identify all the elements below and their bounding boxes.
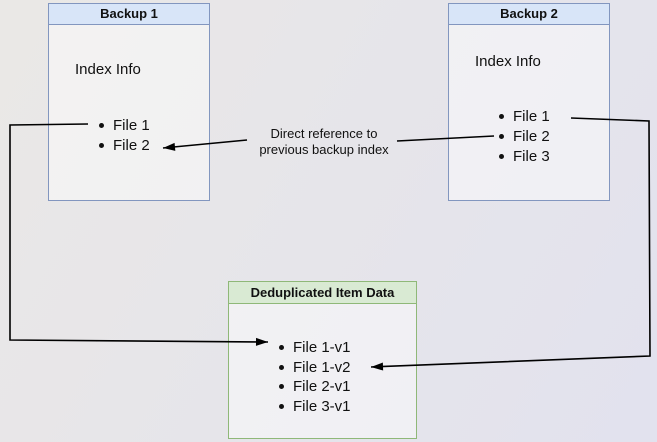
backup2-subtitle: Index Info bbox=[475, 53, 541, 70]
file-label: File 2 bbox=[513, 127, 550, 145]
bullet-icon bbox=[279, 364, 284, 370]
bullet-icon bbox=[499, 113, 504, 119]
list-item: File 1-v2 bbox=[279, 358, 351, 378]
file-label: File 1-v2 bbox=[293, 358, 351, 376]
dedup-box: Deduplicated Item Data File 1-v1 File 1-… bbox=[228, 281, 417, 439]
dedup-title: Deduplicated Item Data bbox=[229, 282, 416, 304]
backup1-file-list: File 1 File 2 bbox=[99, 115, 150, 155]
bullet-icon bbox=[279, 403, 284, 409]
file-label: File 2 bbox=[113, 136, 150, 154]
backup1-body: Index Info File 1 File 2 bbox=[49, 25, 209, 200]
backup2-body: Index Info File 1 File 2 File 3 bbox=[449, 25, 609, 200]
backup2-title: Backup 2 bbox=[449, 4, 609, 25]
dedup-file-list: File 1-v1 File 1-v2 File 2-v1 File 3-v1 bbox=[279, 338, 351, 416]
list-item: File 1 bbox=[99, 115, 150, 135]
edge-label: Direct reference to previous backup inde… bbox=[233, 126, 415, 158]
edge-label-line1: Direct reference to bbox=[270, 126, 378, 141]
bullet-icon bbox=[99, 122, 104, 128]
file-label: File 3 bbox=[513, 147, 550, 165]
list-item: File 1-v1 bbox=[279, 338, 351, 358]
backup1-box: Backup 1 Index Info File 1 File 2 bbox=[48, 3, 210, 201]
list-item: File 1 bbox=[499, 106, 550, 126]
file-label: File 1 bbox=[113, 116, 150, 134]
file-label: File 1 bbox=[513, 107, 550, 125]
backup2-box: Backup 2 Index Info File 1 File 2 File 3 bbox=[448, 3, 610, 201]
file-label: File 3-v1 bbox=[293, 397, 351, 415]
bullet-icon bbox=[279, 345, 284, 351]
file-label: File 1-v1 bbox=[293, 339, 351, 357]
list-item: File 2 bbox=[499, 126, 550, 146]
list-item: File 3 bbox=[499, 146, 550, 166]
list-item: File 2-v1 bbox=[279, 377, 351, 397]
bullet-icon bbox=[279, 384, 284, 390]
bullet-icon bbox=[99, 142, 104, 148]
bullet-icon bbox=[499, 133, 504, 139]
file-label: File 2-v1 bbox=[293, 378, 351, 396]
edge-label-line2: previous backup index bbox=[259, 142, 389, 157]
dedup-body: File 1-v1 File 1-v2 File 2-v1 File 3-v1 bbox=[229, 304, 416, 438]
backup1-subtitle: Index Info bbox=[75, 61, 141, 78]
backup2-file-list: File 1 File 2 File 3 bbox=[499, 106, 550, 166]
list-item: File 2 bbox=[99, 135, 150, 155]
list-item: File 3-v1 bbox=[279, 397, 351, 417]
bullet-icon bbox=[499, 153, 504, 159]
backup1-title: Backup 1 bbox=[49, 4, 209, 25]
